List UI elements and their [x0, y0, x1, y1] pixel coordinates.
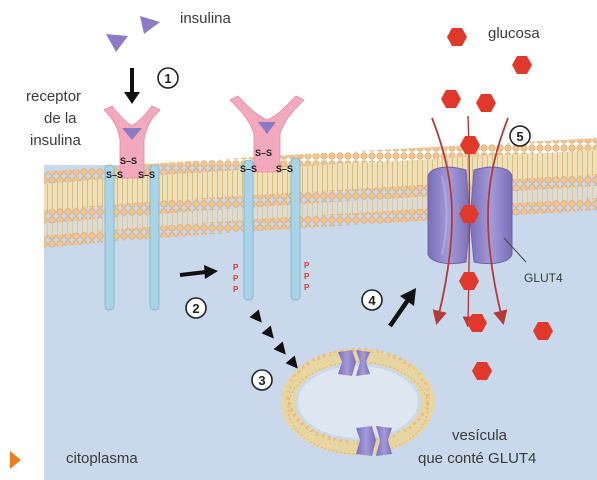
step-4-arrow-icon	[388, 288, 416, 328]
vesicle-label-line2: que conté GLUT4	[418, 450, 536, 467]
svg-text:2: 2	[192, 301, 199, 316]
insulin-receptor-inactive: S–S S–S S–S	[103, 105, 161, 311]
step-1-marker: 1	[157, 67, 179, 89]
glut4-vesicle	[281, 348, 435, 456]
step-3-marker: 3	[251, 369, 273, 391]
receptor-label-line2: de la	[44, 110, 77, 127]
glut4-in-vesicle-bottom	[356, 426, 392, 456]
receptor-label-line1: receptor	[26, 88, 81, 105]
step-5-marker: 5	[509, 125, 531, 147]
glut4-in-vesicle-top	[338, 350, 370, 376]
glucose-icon	[460, 136, 480, 154]
glucose-icon	[459, 205, 479, 223]
glucose-label: glucosa	[488, 25, 540, 42]
cytoplasm-label: citoplasma	[66, 450, 138, 467]
vesicle-label-line1: vesícula	[452, 427, 508, 444]
glucose-molecules	[441, 28, 553, 380]
svg-text:4: 4	[368, 293, 376, 308]
step-3-arrows-icon	[249, 309, 298, 369]
svg-text:S–S: S–S	[276, 164, 293, 174]
insulin-receptor-activated: S–S S–S S–S P P P P P P	[229, 95, 310, 301]
glucose-icon	[533, 322, 553, 340]
svg-text:S–S: S–S	[120, 156, 137, 166]
glucose-icon	[472, 362, 492, 380]
svg-text:P: P	[304, 261, 310, 270]
insulin-label: insulina	[180, 10, 232, 27]
glucose-icon	[512, 56, 532, 74]
glucose-icon	[467, 314, 487, 332]
svg-text:S–S: S–S	[106, 170, 123, 180]
glucose-icon	[447, 28, 467, 46]
step-4-marker: 4	[361, 289, 383, 311]
svg-text:P: P	[233, 285, 239, 294]
insulin-molecule-icon	[106, 34, 128, 52]
svg-text:P: P	[304, 272, 310, 281]
step-1-arrow-icon	[124, 68, 140, 104]
glut4-leader-line	[503, 237, 527, 263]
glucose-icon	[459, 272, 479, 290]
glut4-transporter	[427, 166, 513, 265]
svg-text:S–S: S–S	[240, 164, 257, 174]
svg-text:3: 3	[258, 373, 265, 388]
svg-text:S–S: S–S	[138, 170, 155, 180]
step-2-marker: 2	[185, 297, 207, 319]
svg-text:S–S: S–S	[255, 148, 272, 158]
svg-text:P: P	[233, 274, 239, 283]
receptor-label-line3: insulina	[30, 132, 82, 149]
svg-text:P: P	[233, 263, 239, 272]
glut4-label: GLUT4	[524, 271, 563, 285]
step-2-arrow-icon	[179, 265, 218, 279]
svg-text:P: P	[304, 283, 310, 292]
svg-text:5: 5	[516, 129, 523, 144]
page-marker-triangle	[10, 451, 21, 469]
insulin-molecule-icon	[140, 16, 160, 34]
svg-text:1: 1	[164, 71, 171, 86]
glucose-icon	[476, 94, 496, 112]
glucose-icon	[441, 90, 461, 108]
